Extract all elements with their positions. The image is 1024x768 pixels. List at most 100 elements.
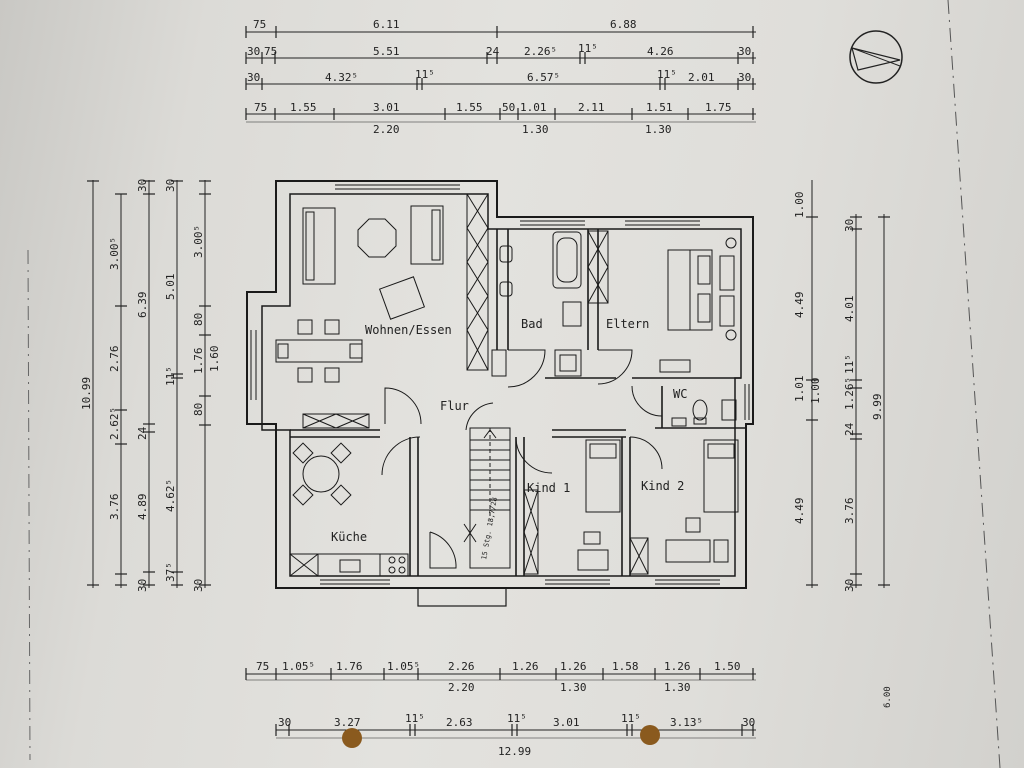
dim-label: 4.26 [647, 45, 674, 58]
dim-label: 1.76 [192, 348, 205, 375]
left-dimensions [87, 180, 211, 588]
room-label-kind2: Kind 2 [641, 479, 684, 493]
paper-edge-line [947, 0, 1001, 768]
dim-label: 2.26⁵ [524, 45, 557, 58]
dim-label: 2.76 [108, 346, 121, 373]
dim-label: 1.26⁵ [843, 377, 856, 410]
dim-label: 24 [843, 422, 856, 436]
dim-label: 3.27 [334, 716, 361, 729]
dim-label: 11⁵ [657, 68, 677, 81]
dim-label: 30 [136, 579, 149, 592]
dim-label: 1.30 [522, 123, 549, 136]
interior-walls [290, 229, 746, 576]
dim-label: 1.60 [208, 346, 221, 373]
room-label-wohnen: Wohnen/Essen [365, 323, 452, 337]
dim-label: 75 [254, 101, 267, 114]
dim-label: 30 [247, 45, 260, 58]
dim-label: 1.75 [705, 101, 732, 114]
dim-label: 5.01 [164, 274, 177, 301]
dim-label: 80 [192, 313, 205, 326]
room-label-flur: Flur [440, 399, 469, 413]
dim-label: 24 [486, 45, 500, 58]
dim-label: 4.32⁵ [325, 71, 358, 84]
dim-label: 75 [253, 18, 266, 31]
dim-label: 11⁵ [843, 354, 856, 374]
dim-label: 3.00⁵ [108, 237, 121, 270]
dim-label: 11⁵ [405, 712, 425, 725]
dim-label: 37⁵ [164, 562, 177, 582]
dim-label: 2.26 [448, 660, 475, 673]
dim-label: 2.62⁵ [108, 407, 121, 440]
dim-label: 30 [738, 45, 751, 58]
dim-label: 1.26 [560, 660, 587, 673]
cupboards [302, 193, 649, 575]
dim-label: 1.26 [512, 660, 539, 673]
dim-label: 11⁵ [415, 68, 435, 81]
dim-label: 3.13⁵ [670, 716, 703, 729]
door-swings [381, 349, 663, 569]
dim-label: 2.20 [448, 681, 475, 694]
bath-fixtures [491, 231, 582, 377]
room-label-wc: WC [673, 387, 687, 401]
dim-label: 4.62⁵ [164, 479, 177, 512]
dim-label: 1.01 [793, 376, 806, 403]
dim-label: 11⁵ [164, 366, 177, 386]
dim-label: 30 [843, 219, 856, 232]
dim-label: 2.01 [688, 71, 715, 84]
dim-label: 30 [136, 179, 149, 192]
dim-label: 30 [192, 579, 205, 592]
side-note: 6.00 [883, 686, 893, 708]
dim-label: 1.30 [645, 123, 672, 136]
room-label-kind1: Kind 1 [527, 481, 570, 495]
dim-label: 1.05⁵ [282, 660, 315, 673]
exterior-walls [246, 180, 754, 589]
dim-label: 4.89 [136, 494, 149, 521]
dim-label: 10.99 [80, 377, 93, 410]
right-dimension-labels: 1.00 4.49 1.01 1.00 4.49 30 4.01 24 1.26… [793, 192, 884, 593]
room-label-bad: Bad [521, 317, 543, 331]
dim-label: 1.76 [336, 660, 363, 673]
windows [250, 184, 750, 585]
dim-label: 50 [502, 101, 515, 114]
dim-label: 1.55 [456, 101, 483, 114]
top-dimensions [245, 26, 756, 123]
dim-label: 2.63 [446, 716, 473, 729]
dim-label: 4.01 [843, 296, 856, 323]
dim-label: 11⁵ [621, 712, 641, 725]
dim-label: 30 [164, 179, 177, 192]
dim-label: 3.01 [553, 716, 580, 729]
dim-label: 1.30 [560, 681, 587, 694]
dim-label: 3.76 [108, 494, 121, 521]
dim-label: 6.39 [136, 292, 149, 319]
dim-label: 1.51 [646, 101, 673, 114]
dim-label: 1.26 [664, 660, 691, 673]
dim-label: 3.00⁵ [192, 225, 205, 258]
stair-note: 15 Stg. 18,7/28 [480, 497, 499, 561]
dim-label: 1.58 [612, 660, 639, 673]
dim-label: 2.11 [578, 101, 605, 114]
dim-label: 12.99 [498, 745, 531, 758]
entrance-step [417, 587, 507, 607]
north-arrow-icon [849, 30, 903, 84]
room-labels: Wohnen/Essen Bad Eltern WC Flur Küche Ki… [331, 317, 687, 544]
dim-label: 6.88 [610, 18, 637, 31]
room-label-kueche: Küche [331, 530, 367, 544]
dim-label: 30 [247, 71, 260, 84]
dim-label: 2.20 [373, 123, 400, 136]
punch-hole [640, 725, 660, 745]
bottom-dimension-labels: 75 1.05⁵ 1.76 1.05⁵ 2.26 1.26 1.26 1.58 … [256, 660, 755, 758]
dim-label: 30 [738, 71, 751, 84]
dim-label: 1.00 [793, 192, 806, 219]
dim-label: 80 [192, 403, 205, 416]
dim-label: 75 [264, 45, 277, 58]
dim-label: 30 [843, 579, 856, 592]
dim-label: 5.51 [373, 45, 400, 58]
dim-label: 1.50 [714, 660, 741, 673]
parents-furniture [659, 237, 737, 373]
dim-label: 6.57⁵ [527, 71, 560, 84]
dim-label: 3.01 [373, 101, 400, 114]
dim-label: 1.01 [520, 101, 547, 114]
kids-furniture [577, 439, 739, 571]
